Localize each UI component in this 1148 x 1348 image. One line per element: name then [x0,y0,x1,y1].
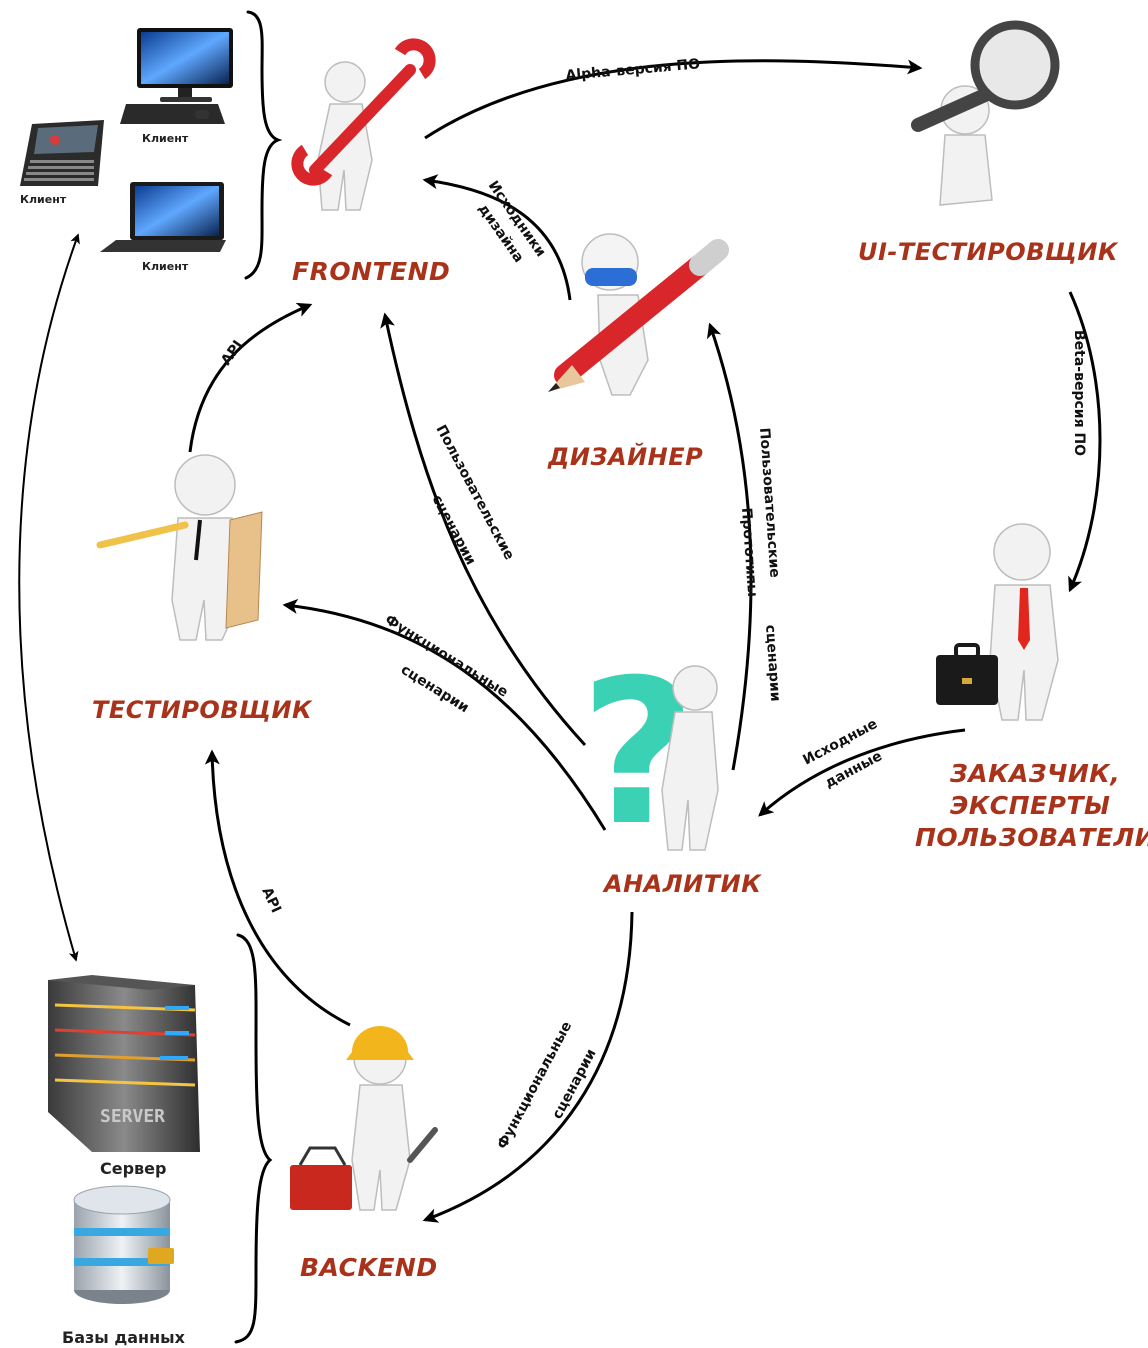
person-with-question-mark-icon: ? [580,637,719,870]
client-monitor-icon [120,28,233,124]
person-with-magnifier-icon [911,20,1060,206]
person-with-pencil-and-helmet-icon [548,233,729,396]
client-tablet-icon [20,120,104,186]
person-with-hardhat-and-toolbox-icon [290,1026,438,1211]
role-designer: ДИЗАЙНЕР [547,442,703,471]
role-customer-line2: ЭКСПЕРТЫ [950,791,1110,820]
role-customer-line3: ПОЛЬЗОВАТЕЛИ [915,823,1148,852]
arrow-clients-server [18,233,80,962]
arrow-design-sources [422,174,572,301]
edge-label-user-scenarios-fe-1: Пользовательские [432,422,517,562]
edge-label-user-scenarios-fe-2: сценарии [428,492,478,567]
arrow-alpha [424,59,923,140]
role-analyst: АНАЛИТИК [602,870,762,898]
role-customer-line1: ЗАКАЗЧИК, [949,759,1120,788]
server-plate-text: SERVER [100,1106,165,1127]
arrow-func-be [422,911,634,1223]
arrow-api-bottom [204,749,351,1027]
person-with-ruler-icon [96,454,263,641]
server-label: Сервер [100,1159,166,1178]
edge-label-alpha: Alpha-версия ПО [565,56,701,84]
person-with-briefcase-icon [936,523,1059,721]
client-label-3: Клиент [142,260,189,273]
databases-label: Базы данных [62,1328,186,1347]
arrow-api-top [188,302,313,453]
database-icon [73,1185,174,1304]
arrow-func-test [282,598,607,831]
server-icon: SERVER [48,975,200,1152]
client-label-2: Клиент [20,193,67,206]
edge-label-func-be-1: Функциональные [494,1019,575,1152]
arrow-beta [1068,291,1102,593]
role-frontend: FRONTEND [292,257,450,286]
arrow-prototypes [706,322,753,771]
client-label-1: Клиент [142,132,189,145]
edge-label-prototypes: Прототипы [738,507,760,597]
role-backend: BACKEND [300,1253,438,1282]
edge-label-beta: Beta-версия ПО [1071,330,1087,456]
edge-label-api-bottom: API [258,885,284,916]
edge-label-api-top: API [218,338,246,369]
brace-clients [244,10,283,280]
role-tester: ТЕСТИРОВЩИК [92,696,313,724]
arrow-user-scenarios-fe [380,312,587,747]
edge-label-user-scenarios-des-2: сценарии [762,624,783,702]
arrow-source-data [758,728,966,817]
client-laptop-icon [100,182,226,252]
role-ui-tester: UI-ТЕСТИРОВЩИК [858,238,1119,266]
arrows [18,59,1102,1223]
brace-server [234,933,273,1344]
edge-label-user-scenarios-des-1: Пользовательские [756,427,782,578]
person-with-wrench-icon [291,38,436,211]
